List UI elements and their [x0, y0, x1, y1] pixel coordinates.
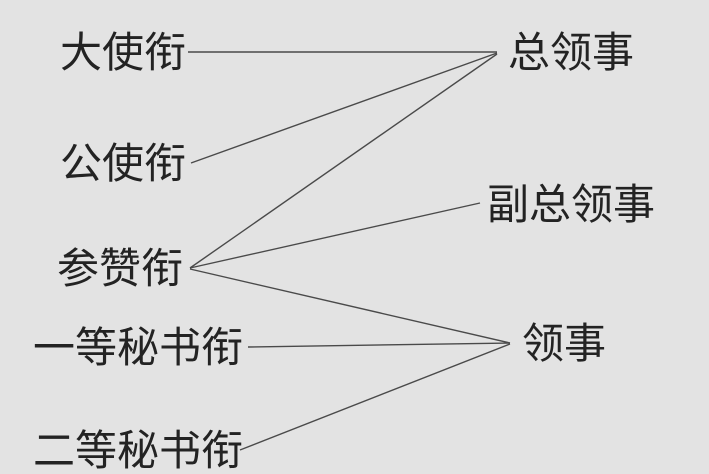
node-first-secretary-rank: 一等秘书衔 [33, 324, 244, 371]
node-second-secretary-rank: 二等秘书衔 [33, 427, 244, 474]
node-consul: 领事 [522, 320, 607, 367]
edge-counselor-to-consul-general [189, 53, 498, 269]
edge-minister-to-consul-general [190, 52, 498, 164]
edge-second-secretary-to-consul [239, 343, 511, 451]
edge-counselor-to-consul [189, 268, 511, 344]
node-ambassador-rank: 大使衔 [60, 29, 187, 76]
edge-counselor-to-deputy-consul-general [189, 202, 481, 269]
node-minister-rank: 公使衔 [60, 140, 187, 187]
edge-first-secretary-to-consul [247, 342, 511, 348]
node-deputy-consul-general: 副总领事 [487, 181, 656, 228]
node-counselor-rank: 参赞衔 [57, 245, 184, 292]
node-consul-general: 总领事 [508, 29, 635, 76]
